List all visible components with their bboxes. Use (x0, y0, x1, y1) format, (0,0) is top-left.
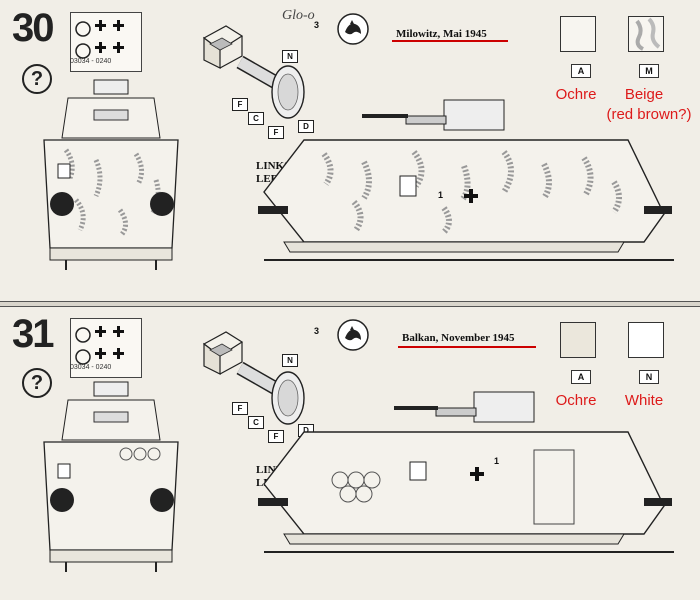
panel-31: 31 ? 03034 - 0240 Balkan, November 1945 … (0, 306, 700, 600)
color-name-beige: Beige (624, 86, 664, 103)
color-swatch-ochre (560, 322, 596, 358)
panel-number: 31 (12, 312, 54, 356)
decal-sheet-thumbnail (70, 318, 142, 378)
callout-c: C (248, 112, 264, 125)
decal-sheet-thumbnail (70, 12, 142, 72)
callout-f-right: F (268, 126, 284, 139)
color-code-n: N (639, 370, 659, 384)
marker-number: 1 (438, 190, 444, 200)
callout-f-left: F (232, 98, 248, 111)
callout-n: N (282, 50, 298, 63)
panel-divider (0, 301, 700, 307)
color-name-ochre: Ochre (555, 86, 597, 103)
unit-emblem-icon (337, 13, 369, 45)
decal-code: 03034 - 0240 (70, 58, 112, 65)
panel-number: 30 (12, 6, 54, 50)
color-swatch-ochre (560, 16, 596, 52)
callout-c: C (248, 416, 264, 429)
headlight-detail-drawing (202, 331, 305, 425)
location-label: Milowitz, Mai 1945 (396, 28, 487, 40)
signature: Glo-o (282, 8, 315, 23)
panel-30: 30 ? 03034 - 0240 Glo-o Milowitz, Mai 19… (12, 6, 692, 270)
detail-number: 3 (314, 326, 320, 336)
color-code-m: M (639, 64, 659, 78)
color-swatch-beige (628, 16, 664, 52)
location-underline (398, 346, 536, 348)
help-mark: ? (22, 64, 52, 94)
location-label: Balkan, November 1945 (402, 332, 515, 344)
camo-pattern-icon (635, 17, 661, 51)
callout-f-left: F (232, 402, 248, 415)
color-code-a: A (571, 370, 591, 384)
color-note: (red brown?) (606, 106, 692, 123)
front-view-drawing (43, 79, 179, 270)
color-name-ochre: Ochre (555, 392, 597, 409)
headlight-detail-drawing (202, 25, 305, 119)
callout-f-right: F (268, 430, 284, 443)
decal-code: 03034 - 0240 (70, 364, 112, 371)
color-name-white: White (624, 392, 664, 409)
color-code-a: A (571, 64, 591, 78)
color-swatch-white (628, 322, 664, 358)
callout-d: D (298, 120, 314, 133)
detail-number: 3 (314, 20, 320, 30)
front-view-drawing (43, 381, 179, 572)
marker-number: 1 (494, 456, 500, 466)
side-view-drawing (258, 391, 674, 553)
help-mark: ? (22, 368, 52, 398)
unit-emblem-icon (337, 319, 369, 351)
location-underline (392, 40, 508, 42)
side-view-drawing (258, 99, 674, 261)
decal-crosses-icon (75, 20, 124, 59)
decal-crosses-icon (75, 326, 124, 365)
callout-n: N (282, 354, 298, 367)
